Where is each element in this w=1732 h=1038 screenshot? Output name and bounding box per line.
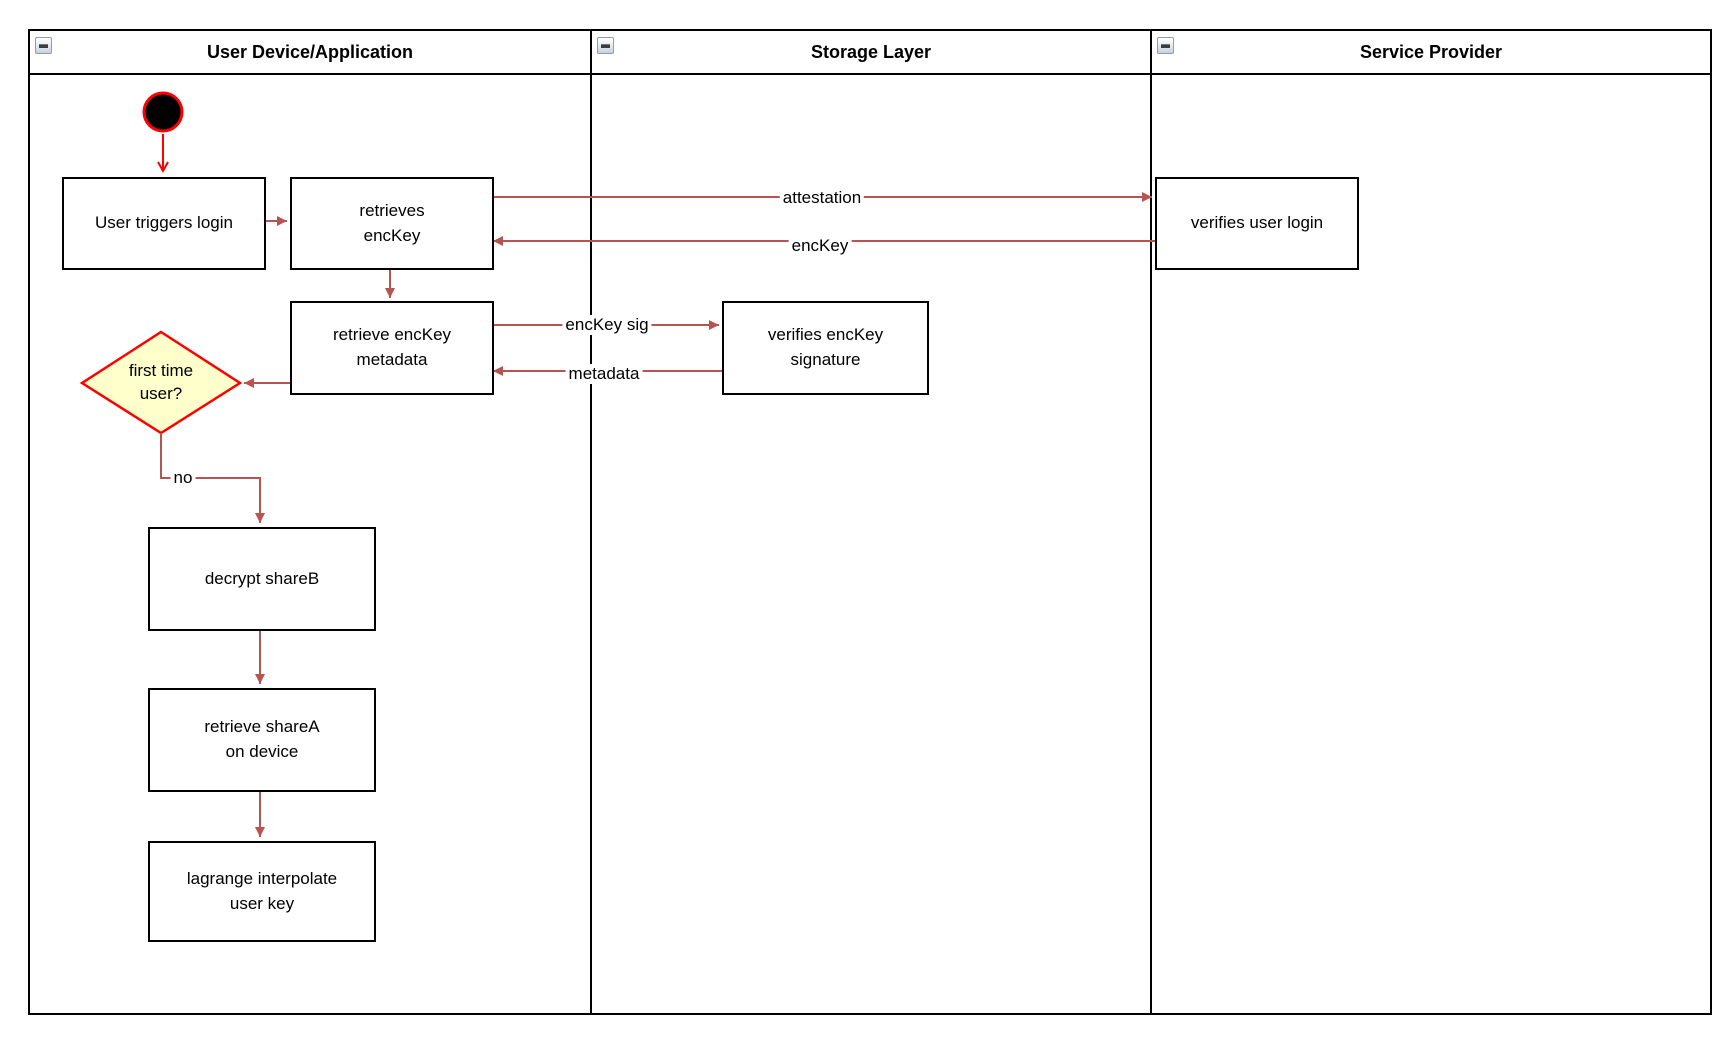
node-label: retrieve encKey metadata: [332, 325, 452, 369]
lane-service-provider: Service Provider: [1152, 31, 1710, 1013]
lane-title: Service Provider: [1359, 41, 1503, 62]
node-decrypt-shareb[interactable]: decrypt shareB: [148, 527, 376, 631]
lane-storage-layer: Storage Layer: [592, 31, 1152, 1013]
minus-icon: [1161, 43, 1170, 48]
collapse-lane-icon[interactable]: [35, 37, 52, 54]
node-label: User triggers login: [95, 213, 233, 233]
node-label: decrypt shareB: [204, 568, 320, 588]
collapse-lane-icon[interactable]: [597, 37, 614, 54]
lane-header-storage-layer[interactable]: Storage Layer: [592, 31, 1150, 75]
lane-title: Storage Layer: [810, 41, 932, 62]
edge-label-enckey: encKey: [788, 236, 852, 256]
node-user-triggers-login[interactable]: User triggers login: [62, 177, 266, 270]
node-lagrange-interpolate[interactable]: lagrange interpolate user key: [148, 841, 376, 942]
node-verifies-enckey-signature[interactable]: verifies encKey signature: [722, 301, 929, 395]
node-label: retrieves encKey: [359, 200, 425, 245]
lane-title: User Device/Application: [206, 41, 414, 62]
edge-label-no: no: [170, 468, 196, 488]
node-label: lagrange interpolate user key: [186, 868, 338, 913]
edge-label-attestation: attestation: [779, 188, 865, 208]
collapse-lane-icon[interactable]: [1157, 37, 1174, 54]
minus-icon: [601, 43, 610, 48]
node-verifies-user-login[interactable]: verifies user login: [1155, 177, 1359, 270]
node-retrieve-sharea[interactable]: retrieve shareA on device: [148, 688, 376, 792]
node-retrieves-enckey[interactable]: retrieves encKey: [290, 177, 494, 270]
node-label: first time user?: [128, 361, 194, 403]
lane-user-device: User Device/Application: [30, 31, 592, 1013]
node-label: verifies user login: [1190, 213, 1324, 233]
node-label: verifies encKey signature: [767, 325, 884, 369]
edge-label-enckey-sig: encKey sig: [562, 315, 652, 335]
edge-label-metadata: metadata: [565, 364, 643, 384]
node-retrieve-enckey-metadata[interactable]: retrieve encKey metadata: [290, 301, 494, 395]
node-label: retrieve shareA on device: [204, 717, 320, 761]
lane-header-service-provider[interactable]: Service Provider: [1152, 31, 1710, 75]
decision-label: first time user?: [101, 351, 221, 415]
lane-header-user-device[interactable]: User Device/Application: [30, 31, 590, 75]
minus-icon: [39, 43, 48, 48]
